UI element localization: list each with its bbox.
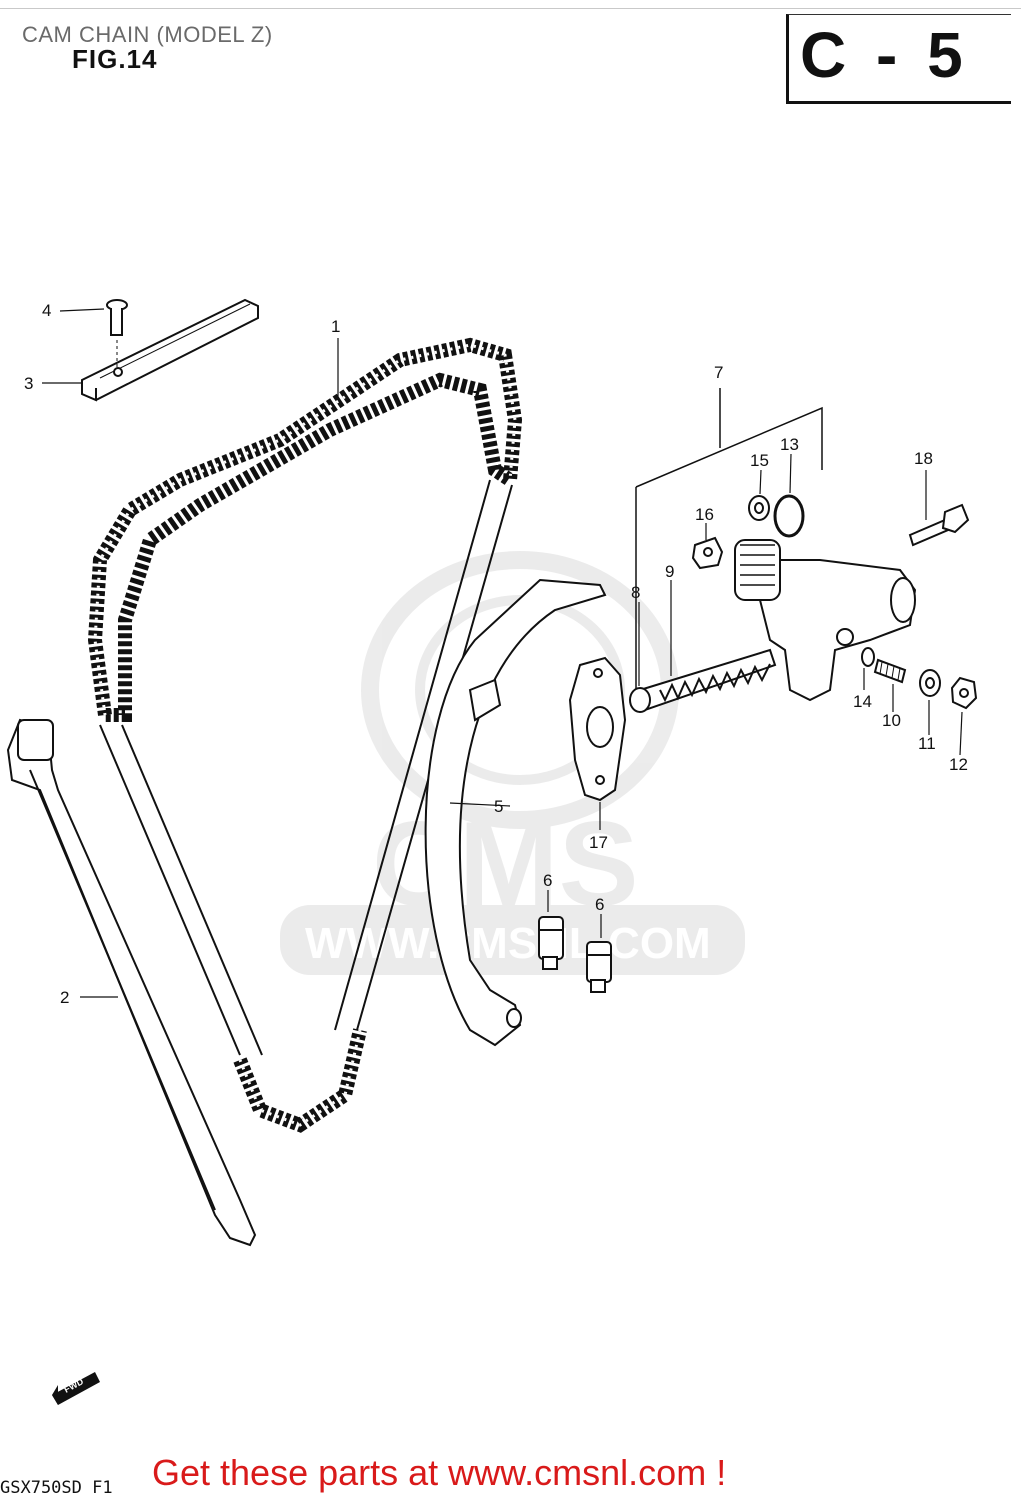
callout-4: 4 [42, 301, 51, 320]
nut-part-12 [950, 676, 978, 710]
callout-17: 17 [589, 833, 608, 852]
spring-part-9 [659, 663, 771, 703]
model-code: GSX750SD F1 [0, 1478, 113, 1498]
forward-arrow-icon: FWD [52, 1372, 100, 1405]
stud-part-10 [873, 658, 907, 684]
callout-7: 7 [714, 363, 723, 382]
pin-part-6-b [586, 941, 612, 993]
callout-5: 5 [494, 797, 503, 816]
callout-3: 3 [24, 374, 33, 393]
tensioner-assy-bracket-part-7 [635, 388, 823, 690]
page-title: CAM CHAIN (MODEL Z) [22, 22, 273, 47]
callout-6-b: 6 [595, 895, 604, 914]
callout-leader-lines [42, 308, 963, 998]
o-ring-part-13 [773, 494, 805, 538]
callout-8: 8 [631, 583, 640, 602]
callout-16: 16 [695, 505, 714, 524]
tensioner-body [734, 539, 917, 702]
callout-10: 10 [882, 711, 901, 730]
callout-18: 18 [914, 449, 933, 468]
chain-guide-part-2 [6, 718, 257, 1247]
parts-store-link[interactable]: Get these parts at www.cmsnl.com ! [152, 1452, 727, 1493]
callout-6-a: 6 [543, 871, 552, 890]
gasket-part-17 [568, 656, 627, 802]
top-rule [0, 8, 1021, 9]
pin-part-6-a [538, 916, 564, 970]
section-code-frame [786, 14, 1011, 104]
washer-part-14 [861, 647, 875, 667]
callout-13: 13 [780, 435, 799, 454]
callout-11: 11 [918, 734, 936, 753]
chain-guide-plate-part-3 [81, 298, 259, 402]
figure-label: FIG.14 [72, 44, 158, 74]
callout-14: 14 [853, 692, 872, 711]
pushrod-part-8 [629, 648, 777, 713]
callout-12: 12 [949, 755, 968, 774]
bolt-part-4 [106, 299, 128, 368]
washer-part-15 [748, 495, 770, 521]
cap-nut-part-16 [691, 536, 724, 570]
bolt-part-18 [908, 503, 970, 547]
callout-9: 9 [665, 562, 674, 581]
section-code: C - 5 [800, 19, 969, 91]
callout-2: 2 [60, 988, 69, 1007]
tensioner-blade-part-5 [424, 578, 607, 1047]
cam-chain-part-1 [87, 337, 523, 1133]
callout-1: 1 [331, 317, 340, 336]
callout-15: 15 [750, 451, 769, 470]
watermark-url: WWW.CMSNL.COM [305, 919, 711, 968]
washer-part-11 [919, 669, 941, 697]
callout-numbers: 1 2 3 4 5 6 6 7 8 9 10 11 12 13 14 15 16… [24, 301, 968, 1007]
